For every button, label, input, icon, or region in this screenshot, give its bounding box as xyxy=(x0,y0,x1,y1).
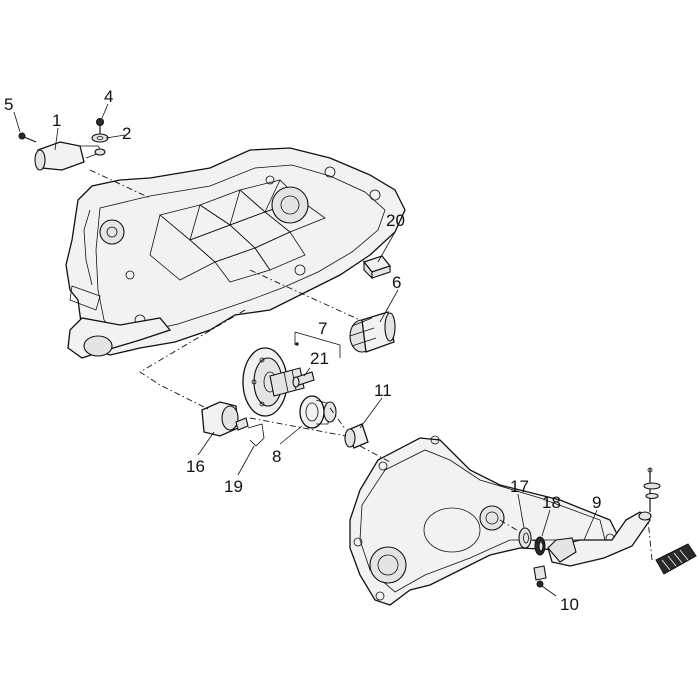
screw-5 xyxy=(18,132,37,143)
assembly-lines xyxy=(89,169,653,561)
callout-9: 9 xyxy=(592,493,601,512)
callout-17: 17 xyxy=(510,477,529,496)
callout-16: 16 xyxy=(186,457,205,476)
starter-gear-7 xyxy=(242,347,305,417)
callout-7: 7 xyxy=(318,319,327,338)
callout-1: 1 xyxy=(52,111,61,130)
callout-18: 18 xyxy=(542,493,561,512)
clip-19 xyxy=(247,423,265,447)
clutch-16 xyxy=(201,401,249,437)
pinion-gear-6 xyxy=(349,311,396,353)
bushing-11 xyxy=(344,423,369,449)
callout-11: 11 xyxy=(374,381,392,400)
spring-8 xyxy=(299,395,337,429)
callout-20: 20 xyxy=(386,211,405,230)
transmission-cover xyxy=(349,435,621,606)
callout-19: 19 xyxy=(224,477,243,496)
rubber-block-20 xyxy=(362,255,392,280)
callout-2: 2 xyxy=(122,124,131,143)
seal-18 xyxy=(534,536,546,556)
callout-10: 10 xyxy=(560,595,579,614)
crankcase xyxy=(65,147,406,359)
washer-2 xyxy=(91,133,109,143)
callout-6: 6 xyxy=(392,273,401,292)
bolt-10 xyxy=(533,565,547,588)
pin-21 xyxy=(292,371,315,388)
callouts: 1 2 4 5 6 7 8 9 10 11 16 17 18 19 20 21 xyxy=(4,87,601,614)
callout-5: 5 xyxy=(4,95,13,114)
callout-21: 21 xyxy=(310,349,329,368)
starter-motor xyxy=(34,141,106,171)
callout-8: 8 xyxy=(272,447,281,466)
callout-4: 4 xyxy=(104,87,113,106)
washer-17 xyxy=(518,527,532,549)
leader-lines xyxy=(13,103,598,597)
kick-lever-9 xyxy=(547,467,697,575)
